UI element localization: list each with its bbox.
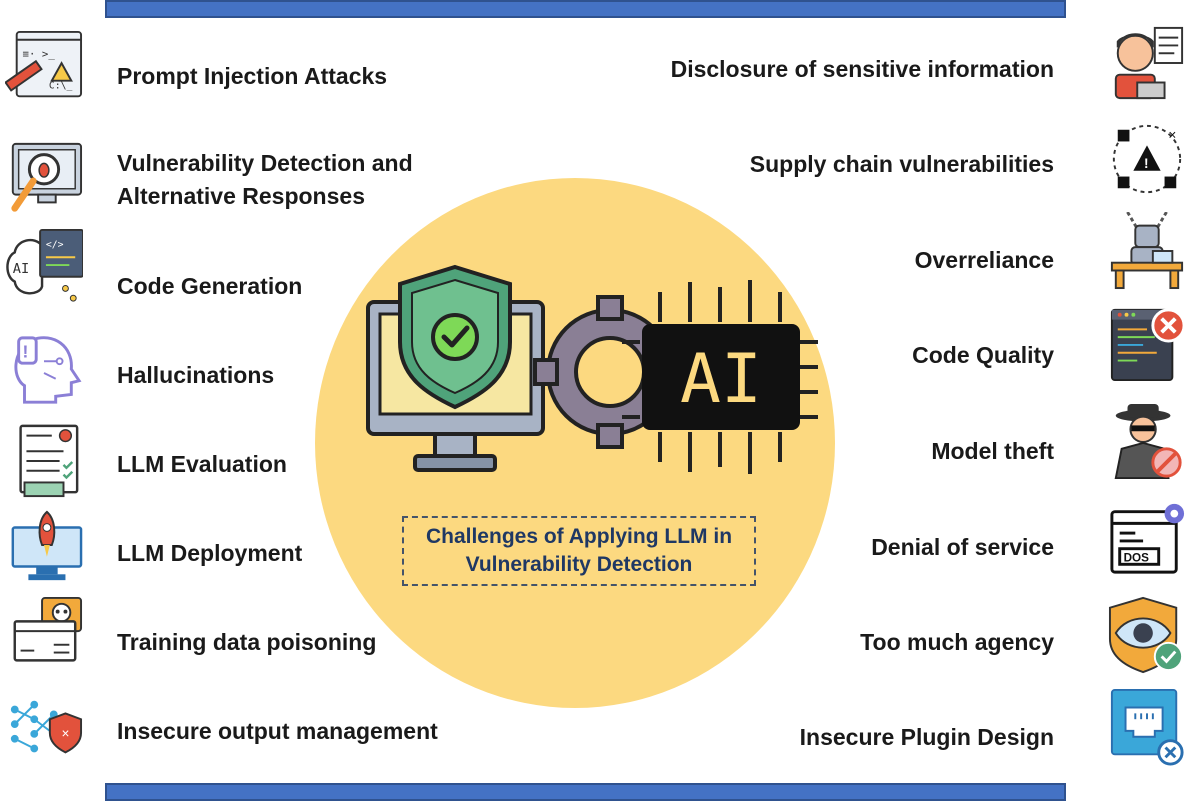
- spy-forbidden-icon: [1108, 402, 1186, 480]
- right-item-label: Too much agency: [860, 629, 1054, 655]
- left-item-label: Prompt Injection Attacks: [117, 63, 388, 89]
- left-item-label-line1: Vulnerability Detection and: [117, 150, 413, 176]
- bug-magnifier-icon: [5, 140, 83, 218]
- svg-text:×: ×: [1168, 128, 1176, 143]
- svg-text:DOS: DOS: [1124, 551, 1150, 564]
- right-item-label: Overreliance: [914, 247, 1054, 273]
- svg-text:×: ×: [62, 726, 70, 741]
- svg-text:!: !: [1144, 156, 1149, 171]
- neural-shield-icon: ×: [5, 690, 83, 768]
- code-window-error-icon: [1108, 304, 1186, 382]
- chained-robot-desk-icon: [1108, 211, 1186, 290]
- central-caption: Challenges of Applying LLM in Vulnerabil…: [402, 516, 756, 586]
- dos-browser-icon: DOS: [1108, 498, 1186, 576]
- central-illustration: AI: [366, 264, 818, 474]
- left-item-label: Training data poisoning: [117, 629, 377, 655]
- ai-chip-body: [642, 324, 800, 430]
- left-item-label: LLM Evaluation: [117, 451, 287, 477]
- right-item-label: Denial of service: [871, 534, 1054, 560]
- checklist-document-icon: [5, 422, 83, 500]
- rocket-monitor-icon: [5, 508, 83, 586]
- ai-chip-icon: [622, 280, 818, 474]
- left-item-label: Insecure output management: [117, 718, 438, 744]
- svg-text:!: !: [23, 341, 29, 361]
- shield-check-icon: [398, 264, 512, 410]
- caption-line-1: Challenges of Applying LLM in: [425, 525, 733, 548]
- right-item-label: Insecure Plugin Design: [799, 724, 1054, 750]
- right-item-label: Supply chain vulnerabilities: [749, 151, 1054, 177]
- svg-text:</>: </>: [46, 240, 64, 251]
- left-item-label: Code Generation: [117, 273, 303, 299]
- ai-brain-code-icon: AI </>: [5, 228, 84, 306]
- caption-line-2: Vulnerability Detection: [465, 553, 693, 576]
- left-item-label-line2: Alternative Responses: [117, 183, 365, 209]
- svg-text:≡· >_: ≡· >_: [23, 47, 56, 60]
- right-item-label: Code Quality: [912, 342, 1054, 368]
- left-item-label: Hallucinations: [117, 362, 275, 388]
- supply-chain-warning-icon: ! ×: [1108, 120, 1186, 198]
- top-banner-bar: [105, 0, 1066, 18]
- bottom-banner-bar: [105, 783, 1066, 801]
- svg-text:C:\_: C:\_: [49, 81, 73, 92]
- syringe-terminal-icon: ≡· >_ C:\_: [4, 30, 83, 108]
- right-item-label: Model theft: [931, 438, 1054, 464]
- skull-browser-icon: [5, 596, 83, 674]
- left-item-label: LLM Deployment: [117, 540, 303, 566]
- right-item-label: Disclosure of sensitive information: [670, 56, 1054, 82]
- network-port-error-icon: [1108, 688, 1186, 766]
- ai-chip-text: AI: [680, 340, 762, 419]
- svg-text:AI: AI: [13, 261, 29, 277]
- head-alert-icon: !: [5, 332, 83, 410]
- person-document-icon: [1108, 24, 1186, 102]
- eye-shield-check-icon: [1108, 596, 1186, 674]
